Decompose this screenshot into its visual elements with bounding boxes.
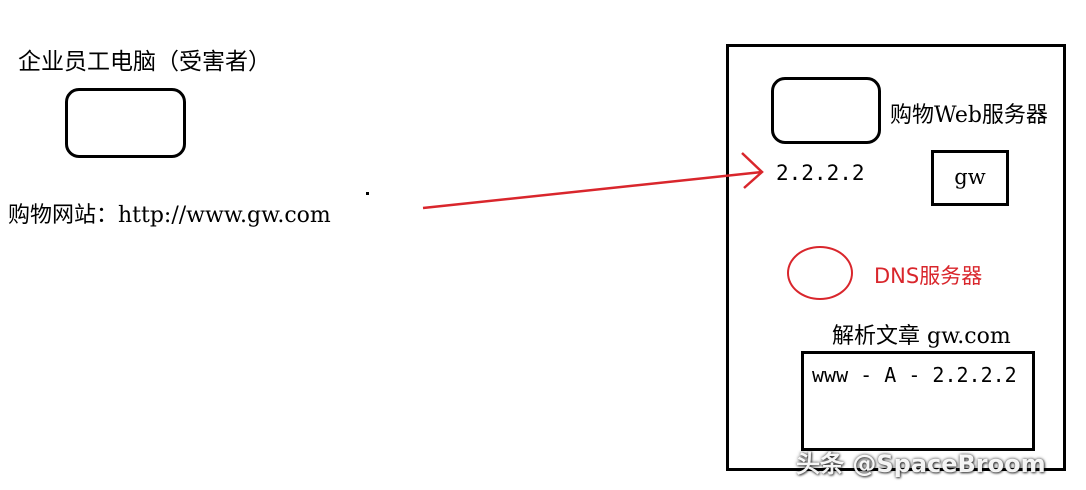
gw-site-box: gw <box>931 150 1009 206</box>
web-server-box <box>771 77 881 144</box>
shopping-site-url: 购物网站：http://www.gw.com <box>8 203 331 228</box>
victim-computer-box <box>65 88 186 158</box>
web-server-label: 购物Web服务器 <box>890 103 1048 128</box>
dns-server-label: DNS服务器 <box>874 264 983 288</box>
dns-server-circle <box>787 246 853 300</box>
dns-zone-record-box: www - A - 2.2.2.2 <box>801 351 1035 451</box>
watermark: 头条 @SpaceBroom <box>796 450 1046 478</box>
stray-dot <box>366 192 369 195</box>
gw-site-label: gw <box>954 165 986 189</box>
request-arrow-line <box>422 170 763 210</box>
victim-title: 企业员工电脑（受害者） <box>18 49 271 75</box>
dns-a-record: www - A - 2.2.2.2 <box>812 363 1017 387</box>
dns-zone-title: 解析文章 gw.com <box>832 324 1011 349</box>
web-server-ip: 2.2.2.2 <box>776 161 865 185</box>
